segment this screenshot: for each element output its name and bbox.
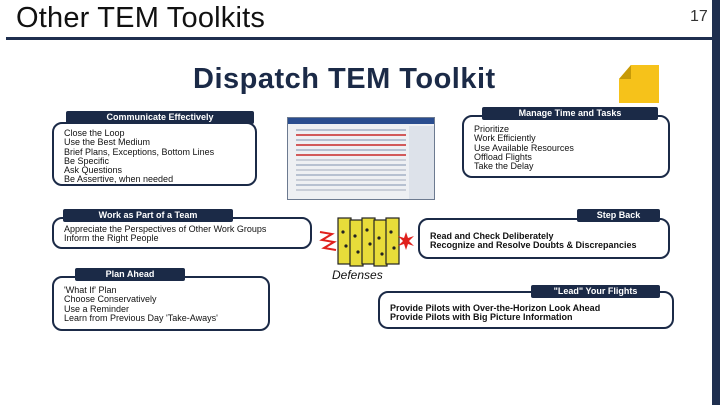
- step-back-list: Read and Check Deliberately Recognize an…: [430, 231, 637, 251]
- communicate-heading: Communicate Effectively: [66, 111, 254, 124]
- list-item: Use the Best Medium: [64, 137, 151, 148]
- manage-time-panel: Prioritize Work Efficiently Use Availabl…: [462, 115, 670, 178]
- lead-flights-list: Provide Pilots with Over-the-Horizon Loo…: [390, 303, 601, 323]
- page-number: 17: [690, 8, 708, 25]
- step-back-heading: Step Back: [577, 209, 660, 222]
- step-back-panel: Read and Check Deliberately Recognize an…: [418, 218, 670, 259]
- plan-ahead-panel: 'What If' Plan Choose Conservatively Use…: [52, 276, 270, 331]
- communicate-panel: Close the Loop Use the Best Medium Brief…: [52, 122, 257, 186]
- communicate-list: Close the Loop Use the Best Medium Brief…: [64, 128, 215, 185]
- plan-ahead-heading: Plan Ahead: [75, 268, 185, 281]
- list-item: Be Specific: [64, 155, 110, 166]
- slide-title: Other TEM Toolkits: [16, 2, 266, 34]
- list-item: Use a Reminder: [64, 303, 130, 314]
- list-item: 'What If' Plan: [64, 285, 117, 295]
- window-title-bar: [288, 118, 434, 124]
- list-item: Work Efficiently: [474, 133, 536, 144]
- window-sidebar: [409, 126, 434, 199]
- list-item: Ask Questions: [64, 165, 123, 176]
- schedule-screenshot: [287, 117, 435, 200]
- teamwork-list: Appreciate the Perspectives of Other Wor…: [64, 224, 267, 244]
- defenses-label: Defenses: [332, 268, 383, 282]
- right-edge-bar: [712, 0, 720, 405]
- list-item: Choose Conservatively: [64, 294, 157, 305]
- list-item: Provide Pilots with Over-the-Horizon Loo…: [390, 303, 601, 313]
- manage-time-list: Prioritize Work Efficiently Use Availabl…: [474, 124, 574, 172]
- manage-time-heading: Manage Time and Tasks: [482, 107, 658, 120]
- list-item: Inform the Right People: [64, 233, 159, 244]
- list-item: Be Assertive, when needed: [64, 174, 174, 185]
- list-item: Appreciate the Perspectives of Other Wor…: [64, 224, 267, 234]
- teamwork-heading: Work as Part of a Team: [63, 209, 233, 222]
- toolkit-title: Dispatch TEM Toolkit: [193, 63, 496, 95]
- list-item: Provide Pilots with Big Picture Informat…: [390, 312, 573, 323]
- list-item: Use Available Resources: [474, 142, 574, 153]
- list-item: Read and Check Deliberately: [430, 231, 554, 241]
- lead-flights-panel: Provide Pilots with Over-the-Horizon Loo…: [378, 291, 674, 329]
- defenses-layers-graphic: [319, 217, 414, 267]
- list-item: Close the Loop: [64, 128, 125, 138]
- lead-flights-heading: "Lead" Your Flights: [531, 285, 660, 298]
- list-item: Recognize and Resolve Doubts & Discrepan…: [430, 240, 637, 251]
- list-item: Learn from Previous Day 'Take-Aways': [64, 312, 218, 323]
- list-item: Take the Delay: [474, 161, 534, 172]
- plan-ahead-list: 'What If' Plan Choose Conservatively Use…: [64, 285, 218, 323]
- title-divider: [6, 37, 712, 40]
- list-item: Brief Plans, Exceptions, Bottom Lines: [64, 146, 215, 157]
- list-item: Offload Flights: [474, 151, 532, 162]
- yellow-corner-tab: [619, 65, 659, 103]
- list-item: Prioritize: [474, 124, 510, 134]
